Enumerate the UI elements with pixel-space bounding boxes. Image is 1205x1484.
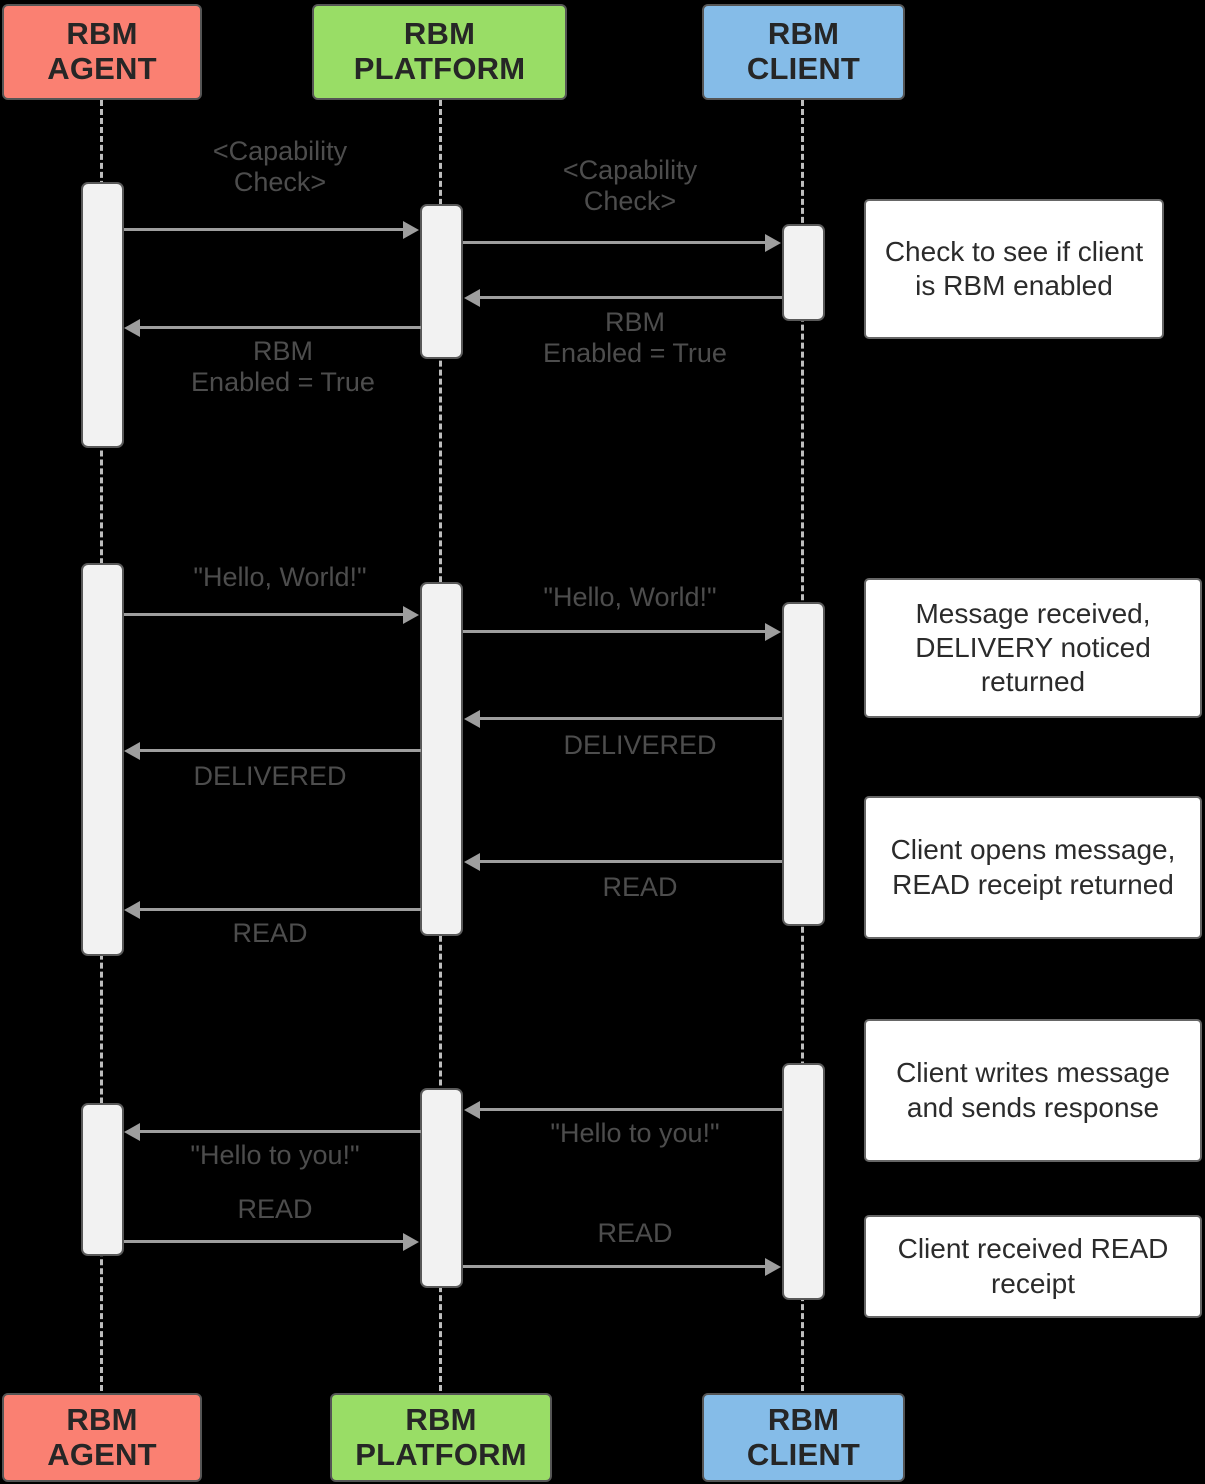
activation-agent-3 [81,1103,124,1256]
message-arrowhead-m14 [765,1258,781,1276]
participant-footer-agent[interactable]: RBM AGENT [2,1393,202,1482]
message-label-m4: RBM Enabled = True [191,336,375,398]
participant-header-agent[interactable]: RBM AGENT [2,4,202,100]
note-capability-check: Check to see if client is RBM enabled [864,199,1164,339]
message-line-m10 [140,908,421,911]
message-arrowhead-m13 [403,1233,419,1251]
activation-client-1 [782,224,825,321]
message-line-m9 [479,860,782,863]
participant-agent-line2: AGENT [47,51,157,86]
participant-client-footer-line1: RBM [767,1401,840,1437]
message-label-m6: "Hello, World!" [543,582,717,612]
note-message-received: Message received, DELIVERY noticed retur… [864,578,1202,718]
message-arrowhead-m6 [765,623,781,641]
activation-platform-3 [420,1088,463,1288]
participant-platform-line1: RBM [403,16,476,52]
message-line-m7 [479,717,782,720]
message-line-m1 [124,228,405,231]
message-arrowhead-m3 [464,289,480,307]
message-arrowhead-m4 [124,319,140,337]
activation-platform-1 [420,204,463,359]
participant-platform-footer-line2: PLATFORM [355,1436,527,1472]
message-line-m12 [140,1130,421,1133]
message-label-m13: READ [237,1194,313,1224]
message-line-m4 [140,326,421,329]
activation-agent-2 [81,563,124,956]
message-label-m11: "Hello to you!" [550,1118,720,1148]
message-arrowhead-m12 [124,1123,140,1141]
message-arrowhead-m7 [464,710,480,728]
message-label-m8: DELIVERED [193,761,347,791]
activation-client-3 [782,1063,825,1300]
message-label-m9: READ [602,872,678,902]
participant-client-line2: CLIENT [746,51,861,86]
participant-agent-line1: RBM [66,16,138,52]
message-arrowhead-m9 [464,853,480,871]
message-arrowhead-m10 [124,901,140,919]
message-line-m14 [463,1265,766,1268]
message-line-m8 [140,749,421,752]
message-label-m14: READ [597,1218,673,1248]
message-line-m3 [479,296,782,299]
participant-client-line1: RBM [767,16,840,52]
participant-header-platform[interactable]: RBM PLATFORM [312,4,567,100]
message-arrowhead-m11 [464,1101,480,1119]
message-line-m11 [479,1108,782,1111]
message-line-m6 [463,630,766,633]
participant-agent-footer-line1: RBM [66,1401,138,1437]
message-label-m2: <Capability Check> [562,155,698,217]
message-label-m7: DELIVERED [563,730,717,760]
participant-footer-platform[interactable]: RBM PLATFORM [330,1393,552,1482]
message-arrowhead-m1 [403,221,419,239]
activation-agent-1 [81,182,124,448]
message-label-m12: "Hello to you!" [190,1140,360,1170]
message-line-m5 [124,613,405,616]
message-line-m2 [463,241,766,244]
note-client-opens-message: Client opens message, READ receipt retur… [864,796,1202,939]
message-label-m3: RBM Enabled = True [543,307,727,369]
message-label-m5: "Hello, World!" [193,562,367,592]
activation-client-2 [782,602,825,926]
note-client-received-read: Client received READ receipt [864,1215,1202,1318]
participant-footer-client[interactable]: RBM CLIENT [702,1393,905,1482]
activation-platform-2 [420,582,463,936]
participant-client-footer-line2: CLIENT [746,1436,861,1472]
message-arrowhead-m2 [765,234,781,252]
message-line-m13 [124,1240,405,1243]
message-label-m1: <Capability Check> [212,136,348,198]
message-arrowhead-m5 [403,606,419,624]
participant-agent-footer-line2: AGENT [47,1436,157,1472]
participant-header-client[interactable]: RBM CLIENT [702,4,905,100]
participant-platform-footer-line1: RBM [405,1401,477,1437]
note-client-writes-message: Client writes message and sends response [864,1019,1202,1162]
participant-platform-line2: PLATFORM [353,51,526,86]
message-label-m10: READ [232,918,308,948]
message-arrowhead-m8 [124,742,140,760]
